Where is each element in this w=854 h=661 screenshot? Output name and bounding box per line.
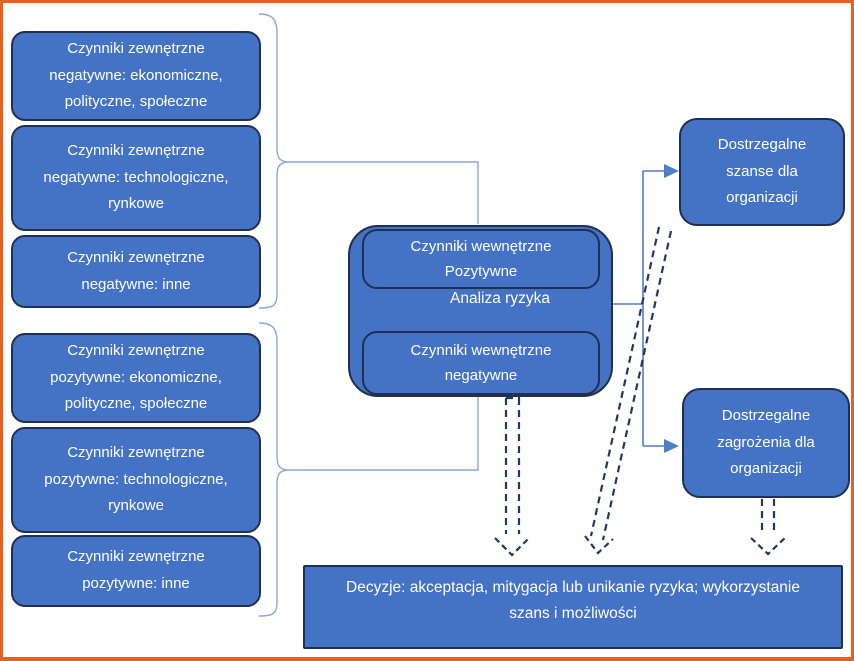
dashed-arrowhead-center <box>494 537 530 557</box>
dashed-arrowhead-diagonal <box>584 535 614 555</box>
dashed-arrow-diagonal-to-decision <box>589 226 673 541</box>
box-external-negative-other: Czynniki zewnętrzne negatywne: inne <box>11 235 261 308</box>
connector-positive-to-center <box>287 395 479 471</box>
dashed-arrowhead-threats <box>750 537 786 556</box>
box-external-negative-economic: Czynniki zewnętrzne negatywne: ekonomicz… <box>11 31 261 121</box>
box-external-positive-economic: Czynniki zewnętrzne pozytywne: ekonomicz… <box>11 333 261 423</box>
box-decisions: Decyzje: akceptacja, mitygacja lub unika… <box>303 565 843 649</box>
connector-center-to-outcomes <box>610 170 665 447</box>
box-opportunities: Dostrzegalne szanse dla organizacji <box>679 118 845 226</box>
box-threats: Dostrzegalne zagrożenia dla organizacji <box>682 388 850 498</box>
box-internal-positive: Czynniki wewnętrzne Pozytywne <box>362 229 600 289</box>
brace-positive-group <box>258 322 288 617</box>
arrowhead-threats <box>664 439 679 453</box>
dashed-arrow-center-to-decision <box>504 396 521 534</box>
dashed-arrow-threats-to-decision <box>760 499 776 534</box>
box-internal-negative: Czynniki wewnętrzne negatywne <box>362 331 600 395</box>
box-external-positive-technological: Czynniki zewnętrzne pozytywne: technolog… <box>11 427 261 533</box>
brace-negative-group <box>258 13 288 309</box>
risk-analysis-label: Analiza ryzyka <box>450 290 550 307</box>
box-external-negative-technological: Czynniki zewnętrzne negatywne: technolog… <box>11 125 261 231</box>
connector-negative-to-center <box>287 161 479 224</box>
box-external-positive-other: Czynniki zewnętrzne pozytywne: inne <box>11 535 261 607</box>
arrowhead-opportunities <box>664 164 679 178</box>
